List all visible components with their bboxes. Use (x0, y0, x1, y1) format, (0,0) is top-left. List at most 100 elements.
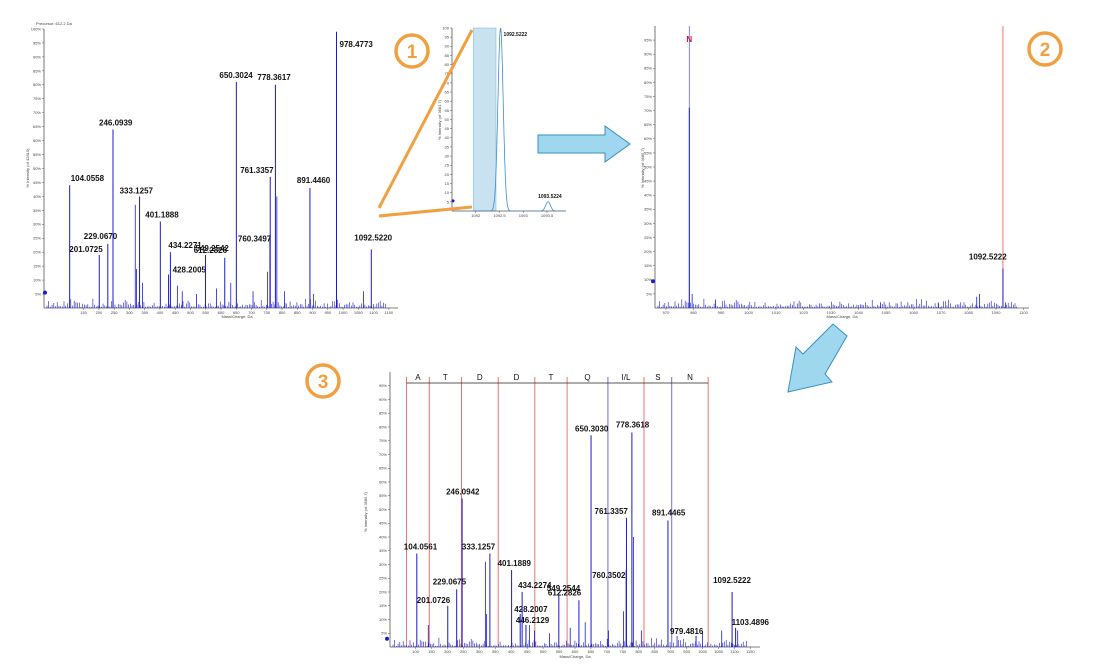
inset-selection-box (473, 27, 497, 212)
inset-x-tick-label: 1092.5 (493, 213, 506, 218)
precursor-text: Precursor: 612.2 Da (36, 21, 73, 26)
p2-y-tick-label: 90% (644, 52, 652, 57)
p2-y-tick-label: 40% (644, 193, 652, 198)
p3-residue-label: A (415, 373, 421, 382)
p1-peak-label: 978.4773 (340, 40, 374, 49)
p2-x-tick-label: 1070 (937, 310, 947, 315)
p3-x-tick-label: 200 (444, 649, 451, 654)
inset-x-tick-label: 1092 (471, 213, 481, 218)
p1-x-tick-label: 1150 (385, 310, 394, 315)
p3-peak-label: 434.2274 (518, 581, 552, 590)
p3-x-tick-label: 150 (428, 649, 435, 654)
p1-peak-label: 1092.5220 (354, 233, 392, 242)
inset-ylabel: % Intensity (of 3681.7) (437, 99, 442, 140)
p3-x-tick-label: 450 (524, 649, 531, 654)
inset-y-tick-label: 90 (445, 44, 450, 49)
p1-x-tick-label: 250 (111, 310, 118, 315)
p2-y-tick-label: 75% (644, 94, 652, 99)
inset-y-tick-label: 55 (445, 108, 450, 113)
p3-x-tick-label: 350 (492, 649, 499, 654)
p2-x-tick-label: 970 (663, 310, 670, 315)
p3-residue-label: I/L (622, 373, 631, 382)
p1-y-tick-label: 70% (33, 110, 41, 115)
p2-y-tick-label: 50% (644, 164, 652, 169)
p1-peak-label: 333.1257 (120, 186, 154, 195)
p3-y-tick-label: 10% (379, 617, 387, 622)
p2-x-tick-label: 1050 (882, 310, 892, 315)
p2-x-tick-label: 1100 (1019, 310, 1028, 315)
inset-y-tick-label: 95 (445, 35, 450, 40)
inset-peak-label: 1093.5224 (538, 194, 562, 200)
zoom-callout-line-bottom (378, 205, 473, 218)
p1-x-tick-label: 800 (279, 310, 286, 315)
panel-3-xlabel: Mass/Charge, Da (559, 654, 591, 659)
panel-3-ylabel: % Intensity (of 3585.7) (363, 491, 368, 532)
p3-y-tick-label: 95% (379, 383, 387, 388)
p2-n-label: N (686, 35, 692, 44)
step-badge-2-text: 2 (1040, 40, 1051, 61)
p1-x-tick-label: 650 (233, 310, 240, 315)
p3-y-tick-label: 30% (379, 562, 387, 567)
p3-x-tick-label: 950 (683, 649, 690, 654)
p1-y-tick-label: 10% (33, 278, 41, 283)
inset-y-tick-label: 75 (445, 71, 450, 76)
inset-y-tick-label: 50 (445, 117, 450, 122)
p3-y-tick-label: 90% (379, 397, 387, 402)
p3-peak-label: 612.2826 (548, 588, 582, 597)
p1-peak-label: 229.0670 (84, 232, 118, 241)
p1-peak-label: 434.2271 (168, 241, 202, 250)
inset-zoom-spectrum: % Intensity (of 3681.7) 5101520253035404… (437, 25, 566, 218)
p1-x-tick-label: 300 (126, 310, 133, 315)
p2-x-tick-label: 1000 (744, 310, 754, 315)
step-badge-1: 1 (394, 33, 430, 69)
inset-y-tick-label: 60 (445, 99, 450, 104)
p2-x-tick-label: 1060 (909, 310, 919, 315)
p3-x-tick-label: 900 (667, 649, 674, 654)
p1-x-tick-label: 1050 (354, 310, 364, 315)
p2-y-tick-label: 45% (644, 179, 652, 184)
p3-peak-label: 549.2544 (547, 584, 581, 593)
p1-y-tick-label: 30% (33, 222, 41, 227)
inset-x-tick-label: 1093.5 (541, 213, 554, 218)
step-badge-3: 3 (305, 363, 341, 399)
p3-x-tick-label: 700 (604, 649, 611, 654)
p3-x-tick-label: 300 (476, 649, 483, 654)
p2-y-tick-label: 60% (644, 136, 652, 141)
p3-peak-label: 650.3030 (575, 424, 609, 433)
p3-peak-label: 229.0675 (433, 577, 467, 586)
zoom-callout (377, 29, 474, 218)
p1-y-tick-label: 100% (31, 26, 42, 31)
p3-x-tick-label: 400 (508, 649, 515, 654)
p3-peak-label: 760.3502 (592, 571, 626, 580)
p1-y-tick-label: 25% (33, 236, 41, 241)
zoom-callout-line-top (377, 29, 474, 209)
p3-x-tick-label: 650 (588, 649, 595, 654)
p1-y-tick-label: 20% (33, 250, 41, 255)
p1-peak-label: 650.3024 (219, 71, 253, 80)
p2-y-tick-label: 55% (644, 150, 652, 155)
p3-peak-label: 778.3618 (616, 421, 650, 430)
p3-peak-label: 761.3357 (595, 507, 629, 516)
p2-peak-label: 1092.5222 (969, 253, 1007, 262)
p3-x-tick-label: 500 (540, 649, 547, 654)
p3-peak-label: 104.0561 (404, 543, 438, 552)
p3-x-tick-label: 600 (572, 649, 579, 654)
p1-y-tick-label: 65% (33, 124, 41, 129)
p2-y-tick-label: 80% (644, 80, 652, 85)
p1-x-tick-label: 400 (157, 310, 164, 315)
p3-y-tick-label: 20% (379, 589, 387, 594)
inset-y-tick-label: 40 (445, 135, 450, 140)
panel-2-spectrum: % Intensity (of 3585.7) Mass/Charge, Da … (640, 26, 1029, 319)
p3-x-tick-label: 850 (651, 649, 658, 654)
panel-1-spectrum: Precursor: 612.2 Da % Intensity (of 4281… (25, 21, 398, 319)
p1-x-tick-label: 950 (324, 310, 331, 315)
p3-y-tick-label: 25% (379, 576, 387, 581)
p3-x-tick-label: 1000 (698, 649, 708, 654)
p1-y-tick-label: 35% (33, 208, 41, 213)
inset-peak-label: 1092.5222 (504, 32, 528, 38)
p3-peak-label: 246.0942 (446, 488, 480, 497)
panel-1-ylabel: % Intensity (of 42810) (25, 148, 30, 188)
p3-peak-label: 446.2129 (516, 616, 550, 625)
p2-y-tick-label: 5% (646, 291, 652, 296)
